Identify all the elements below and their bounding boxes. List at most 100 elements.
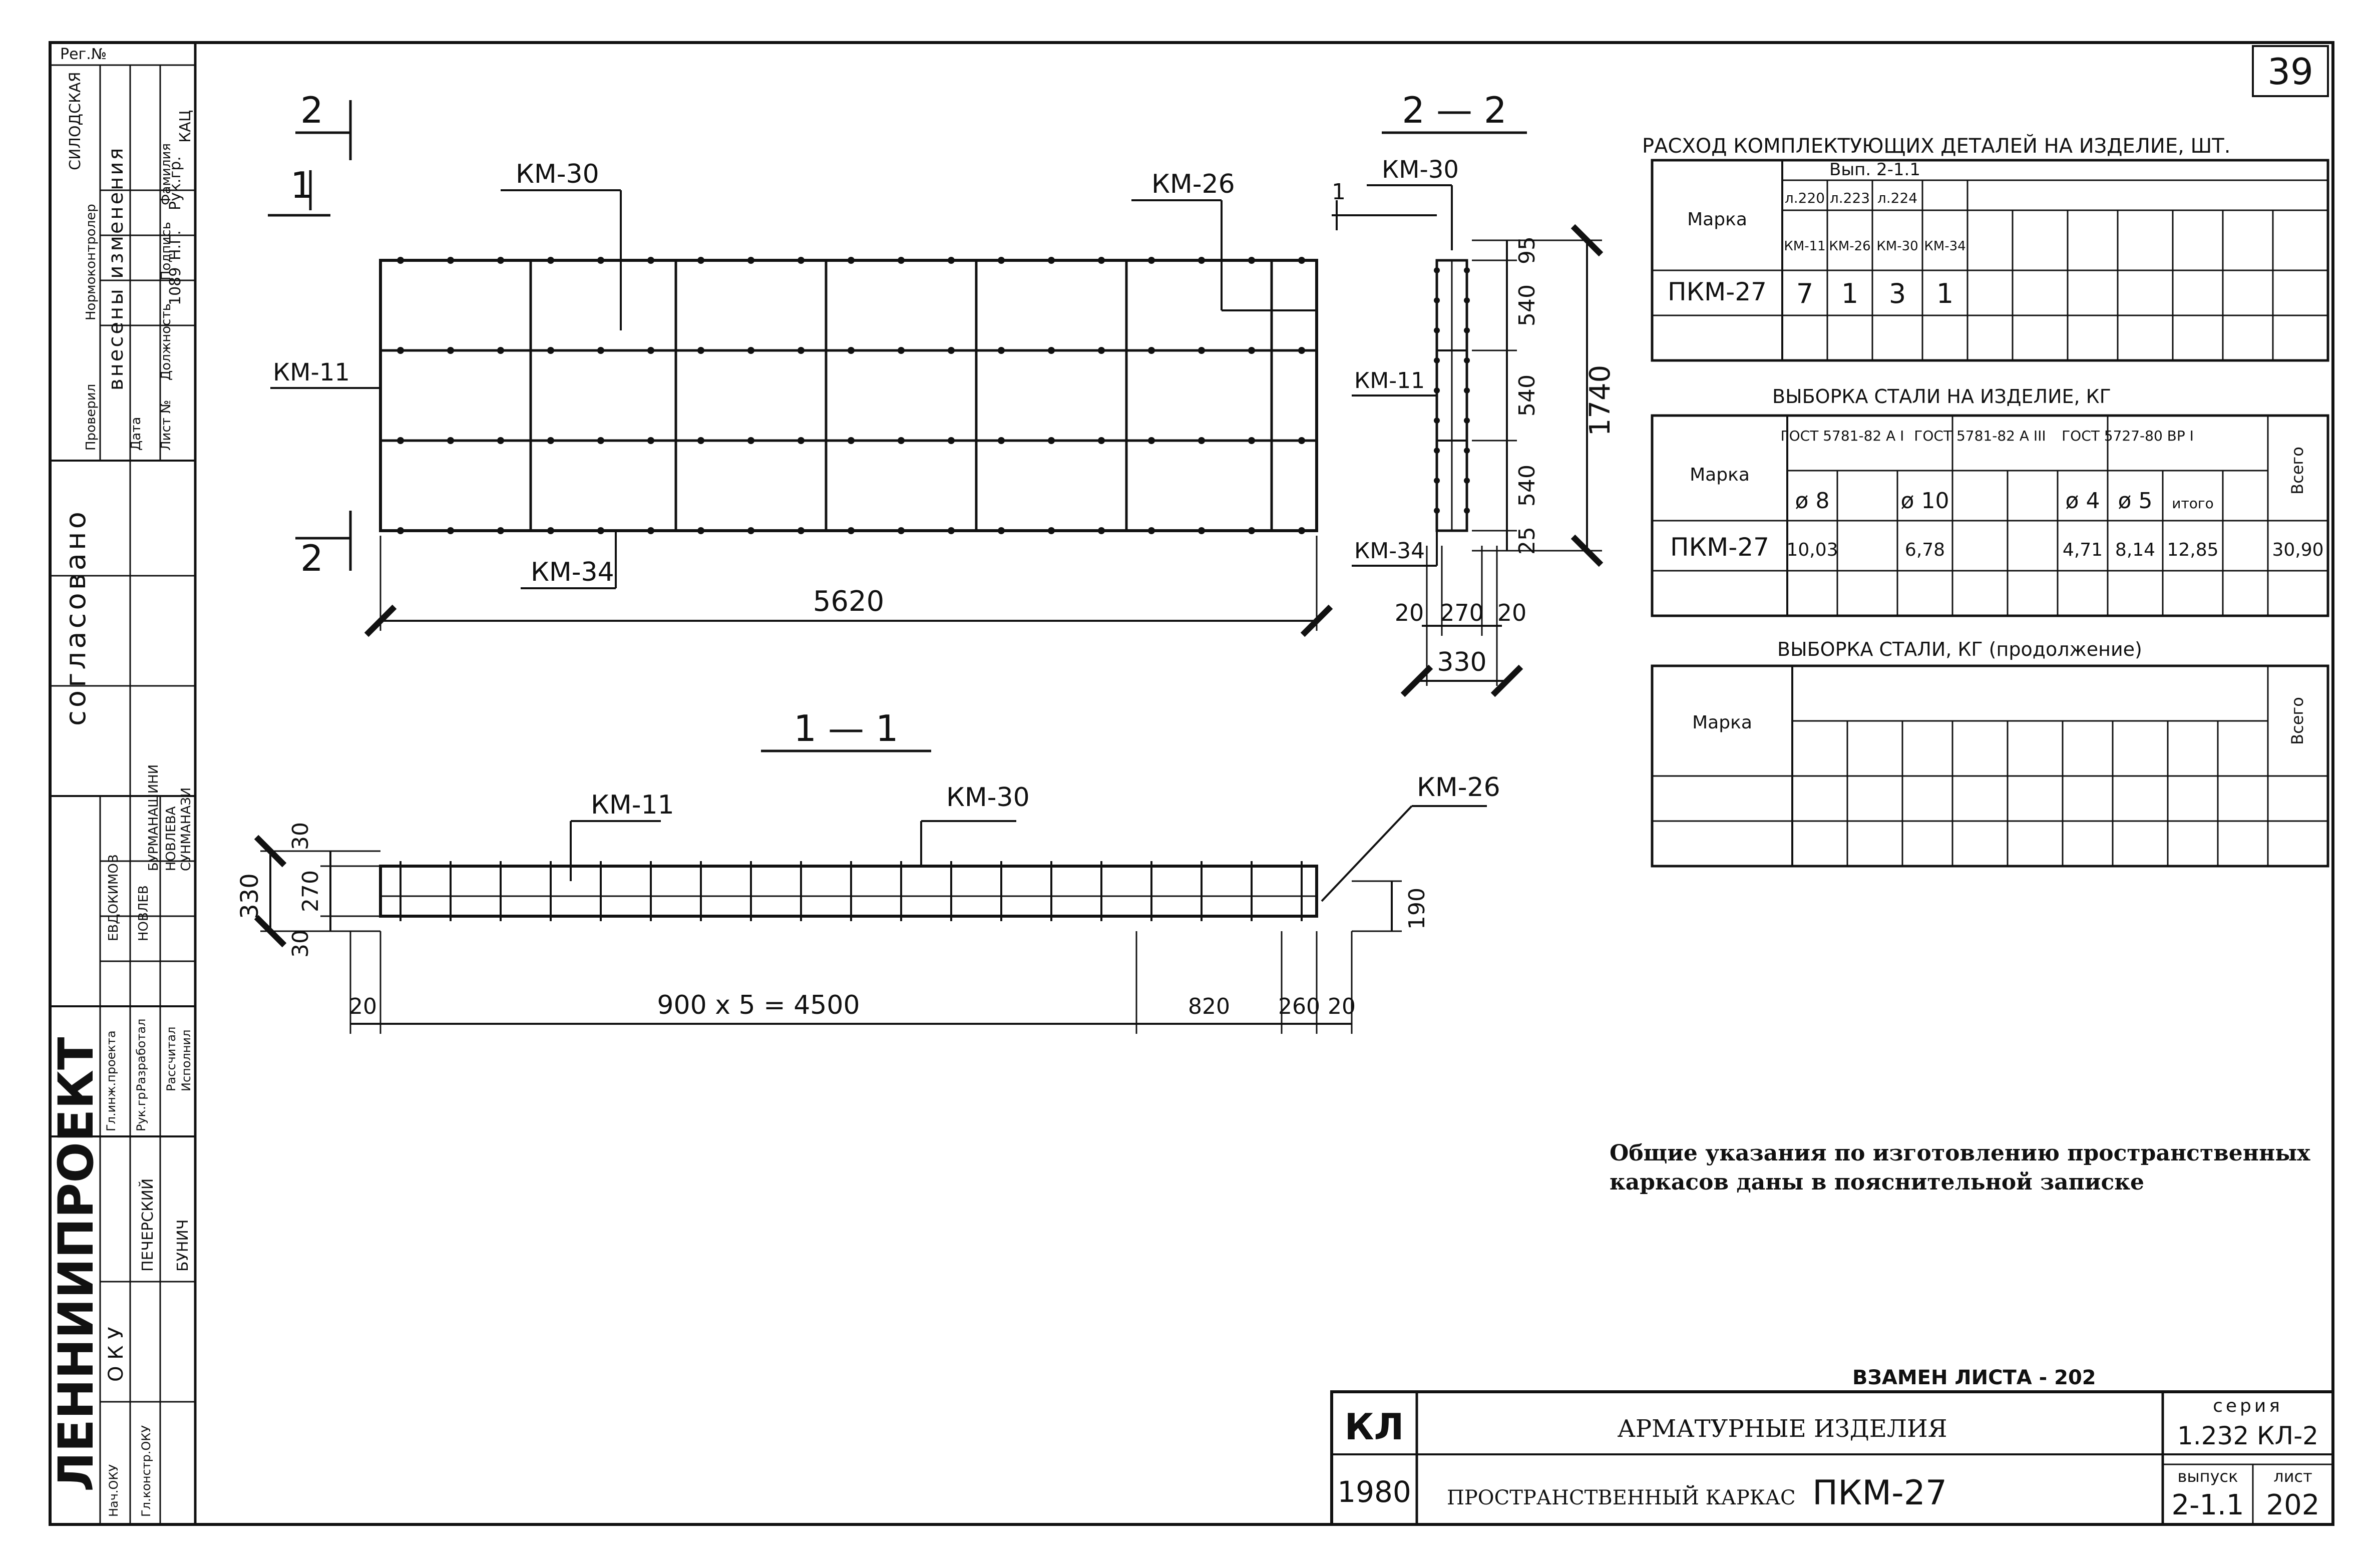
bottom-role-2: Разработал [134, 1019, 148, 1091]
s11-dim-b-3: 260 [1278, 994, 1320, 1019]
parts-row-val-0: 7 [1796, 278, 1813, 309]
plan-label-km26: КМ-26 [1151, 169, 1235, 199]
bottom-role-3: Рассчитал [164, 1027, 178, 1091]
tb-year: 1980 [1337, 1475, 1411, 1509]
tb-sheet-label: лист [2273, 1467, 2312, 1486]
plan-node-46 [948, 437, 955, 444]
plan-node-65 [1198, 347, 1205, 354]
plan-node-60 [1148, 257, 1155, 264]
steel-row-mark: ПКМ-27 [1670, 533, 1769, 562]
plan-node-1 [397, 347, 404, 354]
parts-title: РАСХОД КОМПЛЕКТУЮЩИХ ДЕТАЛЕЙ НА ИЗДЕЛИЕ,… [1642, 134, 2230, 158]
plan-node-52 [1048, 257, 1055, 264]
plan-node-17 [597, 347, 604, 354]
s22-label-km30: КМ-30 [1382, 156, 1459, 184]
steel-title: ВЫБОРКА СТАЛИ НА ИЗДЕЛИЕ, КГ [1772, 385, 2111, 408]
plan-node-58 [1098, 437, 1105, 444]
bottom-role-4: Исполнил [179, 1030, 193, 1092]
plan-node-44 [948, 257, 955, 264]
plan-node-4 [447, 257, 454, 264]
section-mark-2-top: 2 [300, 89, 323, 131]
plan-node-40 [898, 257, 905, 264]
s22-label-km34: КМ-34 [1354, 538, 1425, 564]
org-name: ЛЕННИИПРОЕКТ [48, 1037, 104, 1492]
s22-dim-total: 1740 [1584, 365, 1617, 437]
s22-dim-v-4: 25 [1514, 527, 1540, 555]
section-1-1: 1 — 1 КМ-11 КМ-30 КМ-26 330 270 30 30 19… [236, 707, 1500, 1034]
tb-series-value: 1.232 КЛ-2 [2177, 1421, 2318, 1450]
s22-node-17 [1464, 508, 1470, 514]
plan-node-0 [397, 257, 404, 264]
general-note: Общие указания по изготовлению пространс… [1610, 1139, 2310, 1197]
parts-row-val-3: 1 [1936, 278, 1953, 309]
cont-border [1651, 664, 2329, 868]
parts-col-1: КМ-26 [1829, 239, 1870, 254]
steel-size-3: ø 5 [2118, 488, 2153, 514]
parts-subgroup-0: л.220 [1785, 190, 1825, 206]
top-col-1: Нормоконтролер [84, 204, 99, 320]
section22-title: 2 — 2 [1402, 89, 1506, 131]
top-col-3: Лист № [159, 400, 174, 451]
plan-label-km34: КМ-34 [531, 557, 614, 587]
s22-dim-width: 330 [1437, 647, 1486, 677]
plan-node-37 [848, 347, 855, 354]
s11-label-km26: КМ-26 [1417, 772, 1500, 803]
s22-node-3 [1464, 297, 1470, 303]
plan-node-39 [848, 527, 855, 534]
bottom-name-3: НОВЛЕВА [164, 806, 179, 871]
plan-node-18 [597, 437, 604, 444]
s11-dim-left-0: 330 [236, 873, 264, 919]
steel-size-1: ø 10 [1901, 488, 1949, 514]
s22-node-13 [1464, 448, 1470, 454]
title-block: ВЗАМЕН ЛИСТА - 202 КЛ 1980 АРМАТУРНЫЕ ИЗ… [1330, 1366, 2334, 1526]
plan-node-22 [647, 437, 654, 444]
parts-row-mark: ПКМ-27 [1668, 277, 1767, 306]
plan-node-62 [1148, 437, 1155, 444]
tb-title2: ПРОСТРАНСТВЕННЫЙ КАРКАС [1447, 1485, 1796, 1509]
steel-cont-title: ВЫБОРКА СТАЛИ, КГ (продолжение) [1777, 638, 2142, 660]
plan-node-69 [1248, 347, 1255, 354]
s11-label-km30: КМ-30 [946, 782, 1030, 813]
parts-col-3: КМ-34 [1924, 239, 1965, 254]
plan-node-68 [1248, 257, 1255, 264]
plan-node-11 [497, 527, 504, 534]
s22-node-8 [1434, 387, 1440, 394]
top-entry-1: Н.Г. [167, 230, 184, 260]
top-col-6: Фамилия [159, 143, 174, 205]
plan-node-7 [447, 527, 454, 534]
s22-node-10 [1434, 418, 1440, 424]
top-entry-0: 1089 [167, 267, 184, 305]
plan-node-19 [597, 527, 604, 534]
tb-issue-label: выпуск [2178, 1467, 2238, 1486]
s22-node-0 [1434, 267, 1440, 273]
plan-node-73 [1298, 347, 1305, 354]
parts-marka: Марка [1687, 209, 1747, 230]
s22-dim-h-0: 20 [1395, 599, 1424, 626]
s11-dim-left-1: 270 [298, 870, 323, 912]
agreed-label: согласовано [60, 509, 92, 726]
parts-table: РАСХОД КОМПЛЕКТУЮЩИХ ДЕТАЛЕЙ НА ИЗДЕЛИЕ,… [1642, 134, 2329, 362]
cont-total-label: Всего [2288, 697, 2307, 745]
plan-dim-length: 5620 [813, 585, 885, 618]
s22-section-mark: 1 [1332, 179, 1346, 205]
s22-node-4 [1434, 327, 1440, 333]
plan-node-13 [547, 347, 554, 354]
section-2-2: 2 — 2 КМ-30 1 КМ-11 КМ-34 9554054054025 … [1332, 89, 1617, 697]
steel-size-2: ø 4 [2066, 488, 2100, 514]
plan-node-51 [998, 527, 1005, 534]
plan-node-12 [547, 257, 554, 264]
s11-dim-b-0: 20 [349, 994, 377, 1019]
plan-node-74 [1298, 437, 1305, 444]
top-col-2: Дата [129, 417, 144, 451]
plan-view: 2 2 1 КМ-30 КМ-26 КМ-11 КМ-34 5620 [268, 89, 1333, 637]
plan-node-8 [497, 257, 504, 264]
left-strip: Рег.№ ЛЕННИИПРОЕКТ О К У согласовано вне… [48, 41, 197, 1526]
plan-node-41 [898, 347, 905, 354]
plan-node-20 [647, 257, 654, 264]
tb-mark: ПКМ-27 [1812, 1473, 1947, 1513]
changes-label: внесены изменения [105, 146, 128, 390]
bottom-name-2: БУРМАНАШИНИ [146, 764, 161, 871]
